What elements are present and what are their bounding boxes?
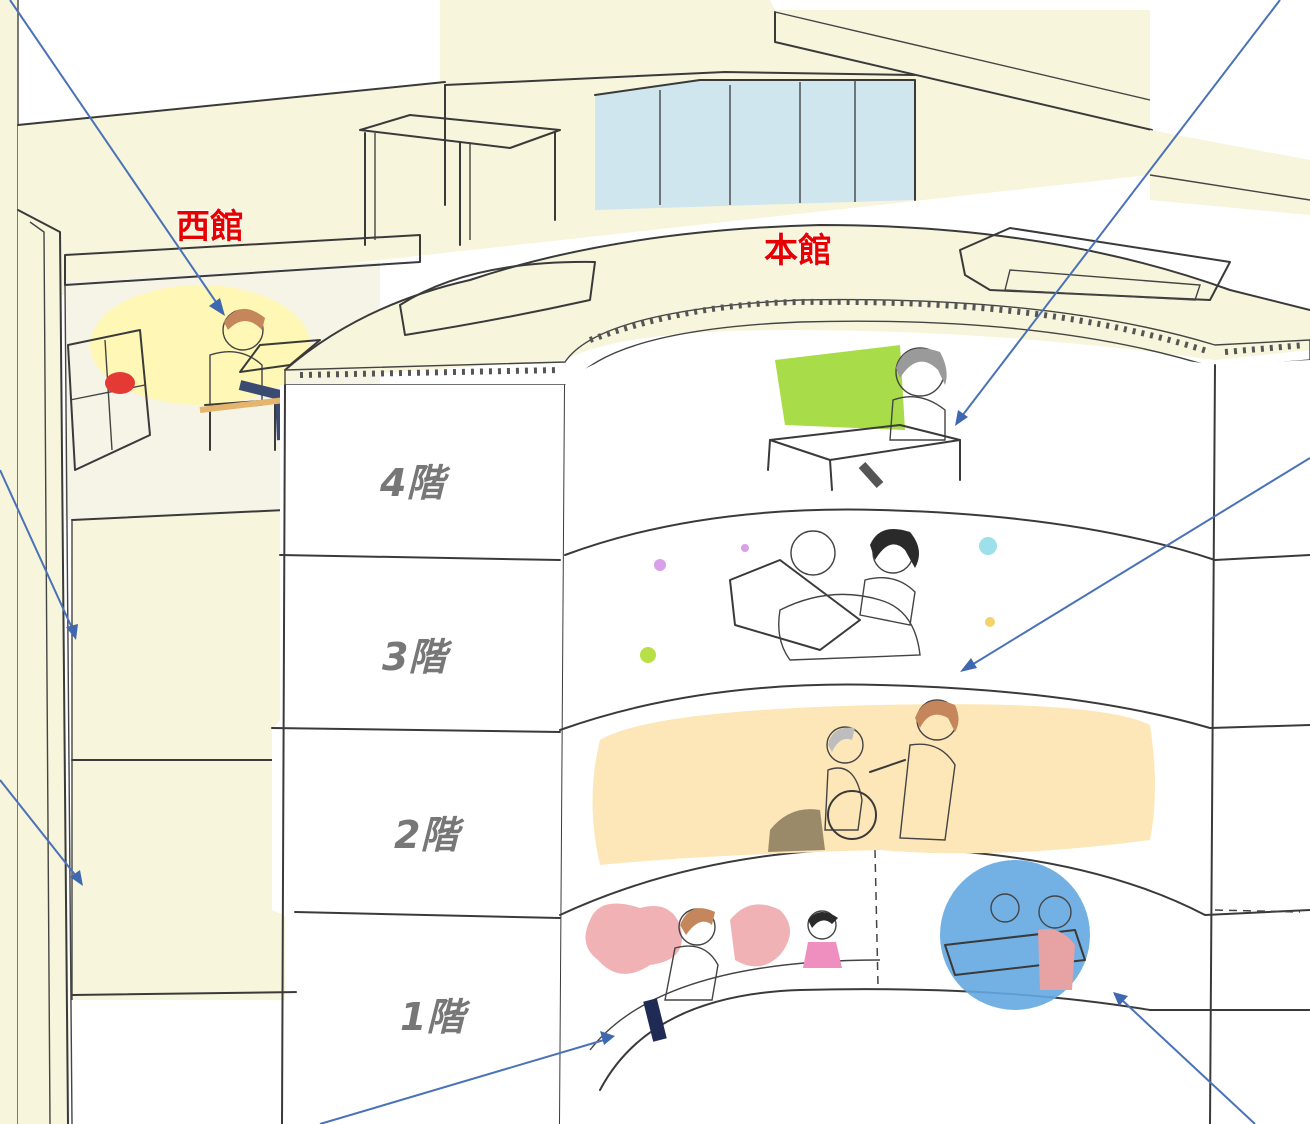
west-building-label: 西館 (176, 207, 244, 247)
floor-label-2f: 2階 (394, 813, 464, 857)
rooftop-pergola (359, 114, 561, 246)
arrowhead-1f-left (600, 1031, 615, 1045)
rooftop-glass-room (444, 71, 916, 210)
floor-label-3f: 3階 (382, 635, 452, 679)
arrowhead-3f (960, 658, 977, 672)
arrow-west-1f (0, 779, 77, 877)
scene-2f (592, 699, 1155, 865)
scene-4f (767, 345, 961, 491)
arrow-west-room (9, 0, 219, 306)
arrow-1f-left (319, 1039, 605, 1124)
arrow-west-2f (0, 469, 73, 629)
arrowhead-4f (955, 410, 968, 426)
floor-label-4f: 4階 (379, 461, 450, 505)
main-building-label: 本館 (764, 231, 832, 271)
arrow-3f (969, 457, 1310, 667)
arrow-1f-right (1121, 999, 1256, 1124)
arrowhead-west-1f (70, 870, 83, 886)
west-room-scene (67, 285, 321, 471)
arrowhead-west-room (209, 298, 225, 316)
arrowhead-1f-right (1113, 992, 1128, 1006)
scene-3f (640, 528, 997, 663)
arrowhead-west-2f (66, 624, 78, 640)
floor-label-1f: 1階 (400, 995, 470, 1039)
arrow-4f (961, 0, 1281, 417)
scene-1f (585, 860, 1090, 1042)
